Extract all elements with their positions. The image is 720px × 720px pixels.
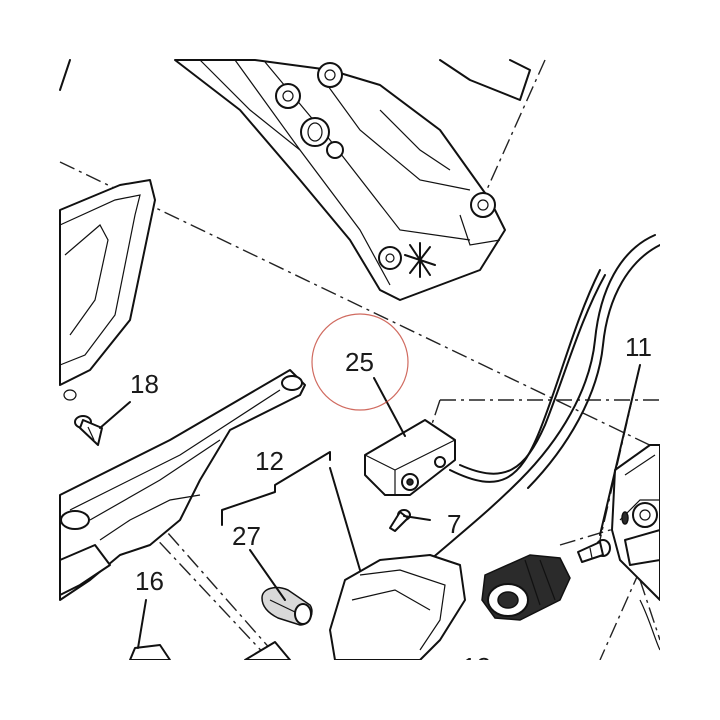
callout-25-highlight-ring: [311, 313, 409, 411]
callout-labels: 25 18 11 12 7 27 16: [130, 332, 652, 596]
mounting-bracket-part: [174, 59, 531, 301]
side-panel-part: [59, 59, 156, 386]
callout-27: 27: [232, 521, 261, 551]
bottom-margin: [0, 660, 720, 720]
lens-cover-12-part: [329, 554, 466, 661]
bulb-27-part: [261, 586, 313, 626]
light-housing-11-part: [611, 444, 661, 651]
right-margin: [660, 0, 720, 720]
callout-11: 11: [625, 332, 652, 362]
callout-12-bracket: [221, 451, 331, 526]
wiring-harness: [429, 234, 661, 561]
screw-7-part: [389, 509, 411, 532]
support-arm-part: [59, 369, 306, 601]
callout-7: 7: [447, 509, 461, 539]
callout-18: 18: [130, 369, 159, 399]
callout-12: 12: [255, 446, 284, 476]
partial-callout-cut-off: 12: [462, 652, 491, 682]
bolt-18-part: [74, 415, 103, 446]
switch-25-part: [364, 269, 606, 496]
callout-leader-lines: [99, 364, 641, 649]
screw-11-part: [577, 539, 611, 563]
rubber-grommet-part: [481, 554, 571, 621]
star-washer-icon: [404, 242, 436, 278]
callout-16: 16: [135, 566, 164, 596]
callout-25: 25: [345, 347, 374, 377]
